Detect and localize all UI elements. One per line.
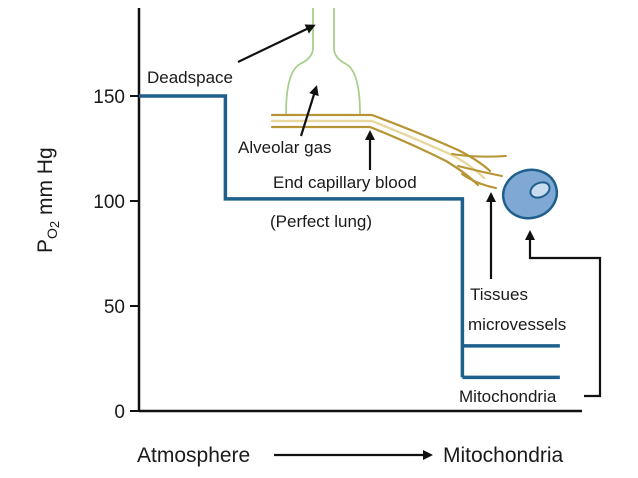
po2-cascade-steps xyxy=(139,94,465,378)
y-axis-title: PO2 mm Hg xyxy=(34,147,62,253)
label-tissues: Tissues xyxy=(470,285,528,304)
x-start-label: Atmosphere xyxy=(137,444,250,467)
mitochondrion-illustration xyxy=(501,168,559,220)
airway-illustration xyxy=(285,8,361,115)
label-deadspace: Deadspace xyxy=(147,68,233,87)
y-tick-label-100: 100 xyxy=(93,192,125,213)
po2-step-line xyxy=(139,94,560,380)
label-alveolar-gas: Alveolar gas xyxy=(238,138,332,157)
y-tick-label-0: 0 xyxy=(114,402,125,423)
arrow-mitochondria-connector xyxy=(525,230,602,398)
label-mitochondria-annotation: Mitochondria xyxy=(459,387,557,406)
arrow-deadspace xyxy=(237,24,316,63)
label-end-capillary-blood: End capillary blood xyxy=(273,173,417,192)
label-microvessels: microvessels xyxy=(468,315,566,334)
y-ticks: 0 50 100 150 xyxy=(93,87,139,423)
label-perfect-lung: (Perfect lung) xyxy=(270,212,372,231)
capillary-illustration xyxy=(270,113,507,189)
y-tick-label-50: 50 xyxy=(104,297,125,318)
arrow-alveolar-gas xyxy=(299,85,319,137)
x-end-label: Mitochondria xyxy=(443,444,564,467)
y-tick-label-150: 150 xyxy=(93,87,125,108)
